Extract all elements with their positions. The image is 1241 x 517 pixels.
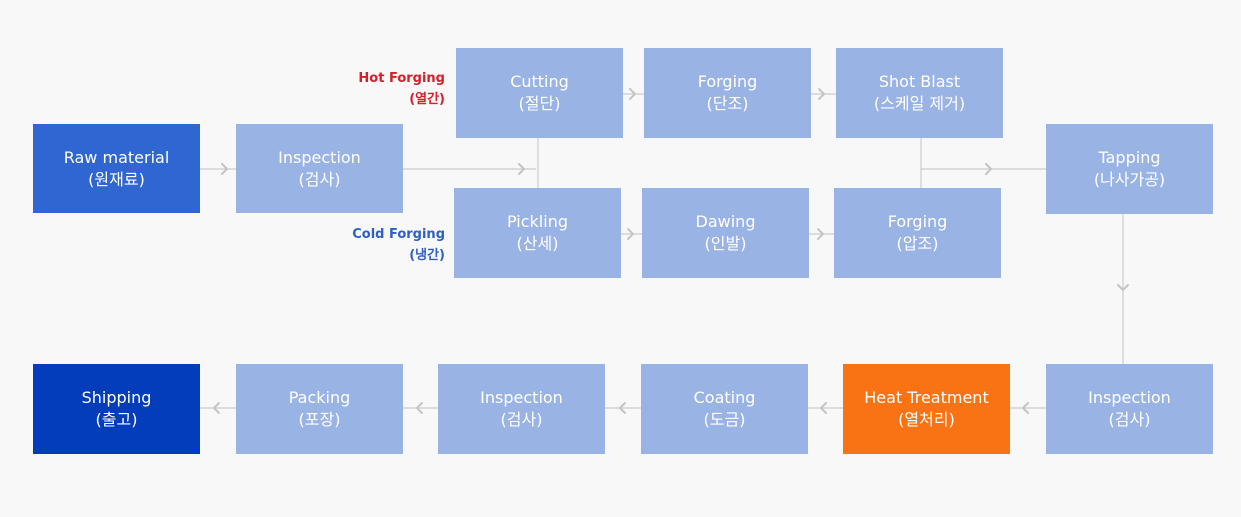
cold-forging-label-en: Cold Forging <box>352 227 445 242</box>
arrow-left-icon <box>1022 402 1029 414</box>
step-dawing: Dawing (인발) <box>642 188 809 278</box>
step-raw-material: Raw material (원재료) <box>33 124 200 213</box>
arrow-right-icon <box>221 163 228 175</box>
step-shot-blast: Shot Blast (스케일 제거) <box>836 48 1003 138</box>
step-label-en: Inspection <box>1088 388 1171 407</box>
step-inspection-3: Inspection (검사) <box>438 364 605 454</box>
step-label-ko: (검사) <box>298 169 341 189</box>
step-label-ko: (도금) <box>703 410 746 429</box>
step-inspection-1: Inspection (검사) <box>236 124 403 213</box>
step-tapping: Tapping (나사가공) <box>1046 124 1213 214</box>
arrow-right-icon <box>818 88 825 100</box>
step-label-en: Packing <box>288 388 351 407</box>
step-label-en: Forging <box>697 72 758 91</box>
step-label-en: Heat Treatment <box>864 388 989 407</box>
step-label-ko: (산세) <box>516 234 559 253</box>
step-label-ko: (포장) <box>298 410 341 429</box>
step-label-en: Inspection <box>278 147 361 167</box>
step-label-ko: (열처리) <box>898 410 955 429</box>
step-label-ko: (출고) <box>95 410 138 429</box>
arrow-right-icon <box>518 163 525 175</box>
arrow-right-icon <box>817 228 824 240</box>
arrow-left-icon <box>619 402 626 414</box>
step-heat-treatment: Heat Treatment (열처리) <box>843 364 1010 454</box>
step-label-en: Shipping <box>81 388 152 407</box>
step-forging-cold: Forging (압조) <box>834 188 1001 278</box>
step-label-ko: (검사) <box>1108 410 1151 429</box>
step-label-en: Pickling <box>507 212 568 231</box>
step-pickling: Pickling (산세) <box>454 188 621 278</box>
step-shipping: Shipping (출고) <box>33 364 200 454</box>
step-label-ko: (나사가공) <box>1093 170 1166 189</box>
step-label-ko: (절단) <box>518 94 561 113</box>
step-cutting: Cutting (절단) <box>456 48 623 138</box>
hot-forging-label: Hot Forging (열간) <box>345 68 445 110</box>
step-label-ko: (단조) <box>706 94 749 113</box>
arrow-left-icon <box>416 402 423 414</box>
arrow-right-icon <box>627 228 634 240</box>
step-label-en: Forging <box>887 212 948 231</box>
arrow-right-icon <box>629 88 636 100</box>
step-forging-hot: Forging (단조) <box>644 48 811 138</box>
step-label-en: Dawing <box>695 212 756 231</box>
step-label-en: Coating <box>693 388 756 407</box>
step-coating: Coating (도금) <box>641 364 808 454</box>
step-label-ko: (원재료) <box>88 169 145 189</box>
hot-forging-label-en: Hot Forging <box>358 71 445 86</box>
step-label-en: Shot Blast <box>878 72 961 91</box>
step-label-en: Raw material <box>63 147 170 167</box>
cold-forging-label-ko: (냉간) <box>409 248 445 263</box>
step-packing: Packing (포장) <box>236 364 403 454</box>
step-label-ko: (압조) <box>896 234 939 253</box>
arrow-right-icon <box>985 163 992 175</box>
step-label-en: Inspection <box>480 388 563 407</box>
cold-forging-label: Cold Forging (냉간) <box>335 224 445 266</box>
arrow-down-icon <box>1117 284 1129 291</box>
hot-forging-label-ko: (열간) <box>409 92 445 107</box>
step-label-ko: (스케일 제거) <box>873 94 966 113</box>
step-inspection-2: Inspection (검사) <box>1046 364 1213 454</box>
arrow-left-icon <box>213 402 220 414</box>
step-label-en: Cutting <box>510 72 569 91</box>
step-label-en: Tapping <box>1098 148 1161 167</box>
step-label-ko: (인발) <box>704 234 747 253</box>
step-label-ko: (검사) <box>500 410 543 429</box>
arrow-left-icon <box>820 402 827 414</box>
